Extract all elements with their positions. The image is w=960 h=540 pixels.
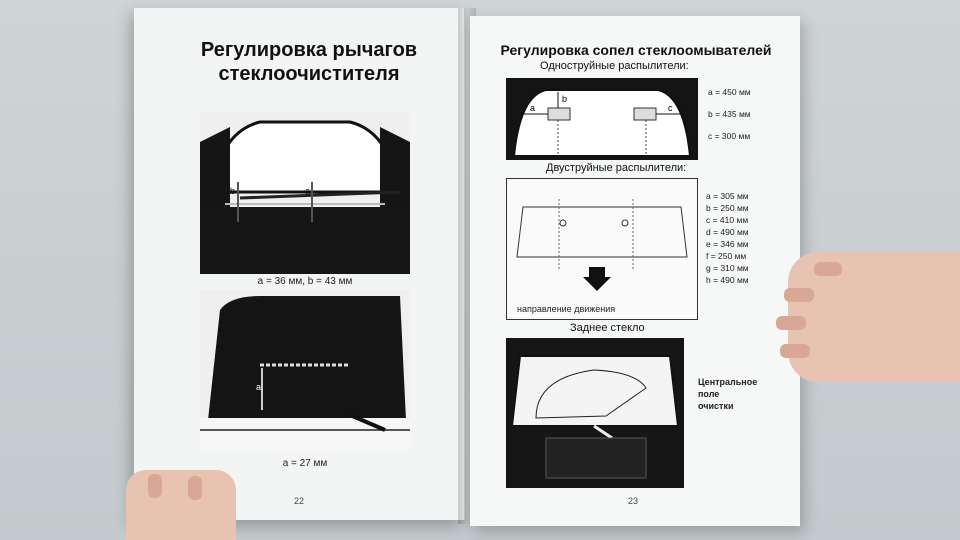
single-jet-windshield: a b c <box>512 89 692 157</box>
direction-label: направление движения <box>517 304 616 314</box>
caption-front-wipers: a = 36 мм, b = 43 мм <box>257 276 353 287</box>
page-number-right: 23 <box>628 496 639 506</box>
right-page: Регулировка сопел стеклоомывателей Однос… <box>470 16 800 526</box>
double-jet-value-e: e = 346 мм <box>706 239 749 249</box>
single-jet-value-c: c = 300 мм <box>708 131 751 141</box>
single-jet-value-a: a = 450 мм <box>708 87 751 97</box>
diagram-label-c: c <box>668 103 673 113</box>
double-jet-value-d: d = 490 мм <box>706 227 749 237</box>
central-field-label: Центральное поле очистки <box>698 377 758 411</box>
label-b: b <box>230 186 235 196</box>
single-jet-value-b: b = 435 мм <box>708 109 751 119</box>
page-number-left: 22 <box>294 496 305 506</box>
diagram-label-b: b <box>562 94 567 104</box>
rear-glass-photo <box>506 338 684 488</box>
open-booklet: Регулировка рычагов стеклоочистителя b a… <box>120 4 820 532</box>
fingernail-1 <box>814 262 842 276</box>
rear-glass-heading: Заднее стекло <box>570 322 645 334</box>
front-windshield-drawing: b a <box>200 112 410 274</box>
diagram-label-a: a <box>530 103 535 113</box>
double-jet-value-f: f = 250 мм <box>706 251 747 261</box>
double-jet-value-a: a = 305 мм <box>706 191 749 201</box>
label-a-rear: a <box>256 382 261 392</box>
fingernail-2 <box>784 288 814 302</box>
double-jet-diagram: направление движения <box>506 178 698 320</box>
rear-glass-drawing <box>506 338 684 488</box>
rear-windshield-drawing: a <box>200 290 410 450</box>
label-a: a <box>305 186 310 196</box>
fingernail-6 <box>188 476 202 500</box>
double-jet-value-g: g = 310 мм <box>706 263 749 273</box>
left-page-title: Регулировка рычагов стеклоочистителя <box>200 39 418 85</box>
double-jet-value-c: c = 410 мм <box>706 215 749 225</box>
left-hand <box>126 470 236 540</box>
windshield-photo-front: b a <box>200 112 410 274</box>
windshield-photo-rear: a <box>200 290 410 450</box>
double-jet-value-b: b = 250 мм <box>706 203 749 213</box>
double-jet-heading: Двуструйные распылители: <box>546 162 687 174</box>
caption-rear-wiper: a = 27 мм <box>282 458 328 469</box>
left-page: Регулировка рычагов стеклоочистителя b a… <box>134 8 465 520</box>
fingernail-4 <box>780 344 810 358</box>
single-jet-diagram: a b c <box>506 78 698 160</box>
fingernail-3 <box>776 316 806 330</box>
fingernail-5 <box>148 474 162 498</box>
double-jet-value-h: h = 490 мм <box>706 275 749 285</box>
right-page-title: Регулировка сопел стеклоомывателей <box>500 42 772 58</box>
double-jet-windshield <box>516 199 688 291</box>
single-jet-heading: Одноструйные распылители: <box>540 60 689 72</box>
